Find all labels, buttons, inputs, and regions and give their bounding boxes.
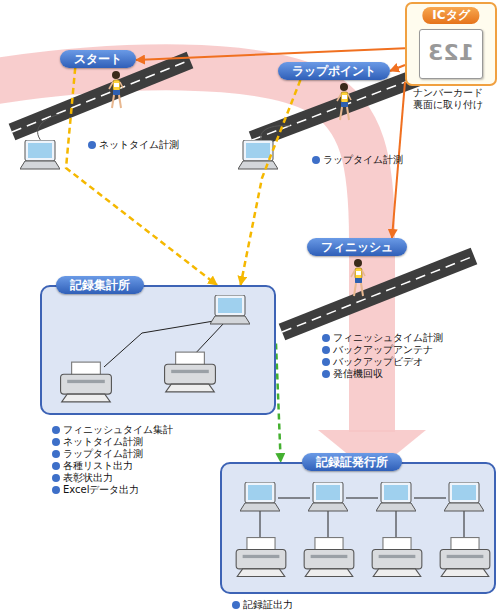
- number-card: 123: [419, 29, 483, 79]
- box-heading: ICタグ: [422, 7, 479, 24]
- point-label: フィニッシュ: [307, 238, 407, 256]
- flow-arrow: [136, 48, 405, 60]
- bullet-text: ラップタイム計測: [312, 154, 403, 166]
- card-number: 123: [420, 30, 482, 76]
- runner: [337, 83, 351, 120]
- point-label: スタート: [60, 50, 136, 68]
- flow-band: [0, 67, 426, 474]
- bullet-text: バックアップビデオ: [322, 356, 423, 368]
- ic-tag-box: 123ICタグナンバーカード 裏面に取り付け: [405, 2, 497, 86]
- site-box: 記録証発行所: [220, 462, 496, 594]
- runner: [351, 259, 365, 296]
- bullet-text: バックアップアンテナ: [322, 344, 433, 356]
- laptop: [20, 140, 60, 169]
- point-label: ラップポイント: [278, 62, 390, 80]
- bullet-text: フィニッシュタイム計測: [322, 332, 443, 344]
- bullet-text: 各種リスト出力: [52, 460, 133, 472]
- flow-arrow: [66, 68, 217, 285]
- bullet-text: Excelデータ出力: [52, 484, 140, 496]
- runner: [109, 71, 123, 108]
- bullet-text: フィニッシュタイム集計: [52, 424, 173, 436]
- bullet-text: 表彰状出力: [52, 472, 113, 484]
- bullet-text: ラップタイム計測: [52, 448, 143, 460]
- bullet-text: ネットタイム計測: [52, 436, 143, 448]
- point-name: フィニッシュ: [321, 240, 393, 254]
- office-devices: [222, 464, 494, 592]
- laptop: [238, 140, 278, 169]
- flow-arrow: [241, 80, 301, 285]
- flow-arrow: [276, 344, 281, 463]
- site-box: 記録集計所: [40, 285, 276, 415]
- point-name: スタート: [74, 52, 122, 66]
- box-heading: 記録証発行所: [302, 453, 402, 471]
- office-devices: [42, 287, 274, 413]
- box-note: ナンバーカード 裏面に取り付け: [413, 87, 493, 111]
- cables: [38, 114, 290, 142]
- point-name: ラップポイント: [292, 64, 376, 78]
- flow-arrow: [390, 65, 405, 71]
- bullet-text: 記録証出力: [232, 599, 293, 611]
- bullet-text: ネットタイム計測: [88, 139, 179, 151]
- box-heading: 記録集計所: [56, 276, 144, 294]
- bullet-text: 発信機回収: [322, 368, 383, 380]
